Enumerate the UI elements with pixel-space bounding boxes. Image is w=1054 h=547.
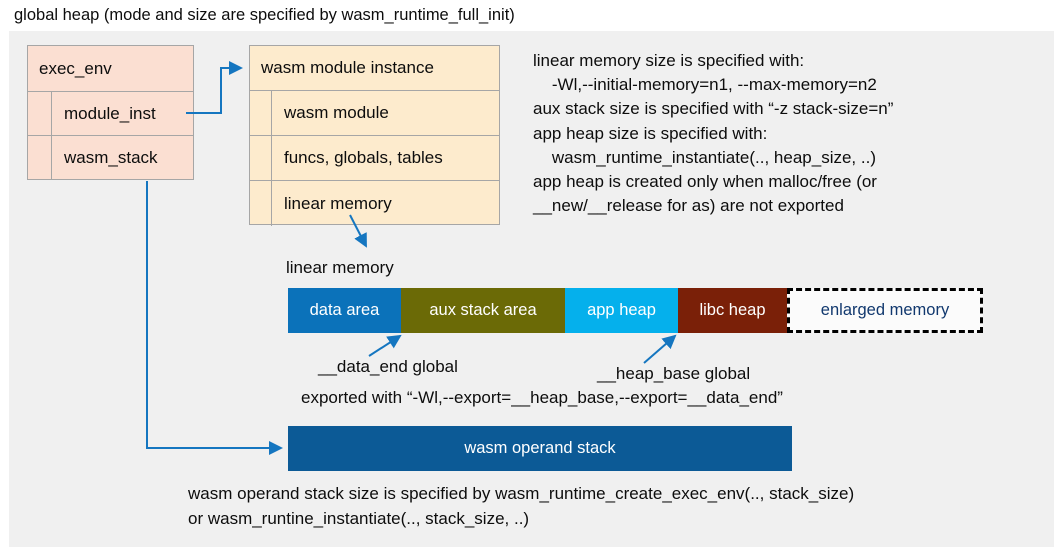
exec-env-field-label: module_inst [64,103,156,123]
module-instance-indent [250,136,272,180]
memory-segment-app-heap: app heap [565,288,678,333]
wasm-operand-stack-bar: wasm operand stack [288,426,792,471]
exec-env-field-label: wasm_stack [64,148,158,167]
module-instance-field-label: linear memory [284,193,392,213]
exec-env-box: exec_env module_inst wasm_stack [27,45,194,180]
exec-env-indent [28,136,52,180]
annotation-data-end: __data_end global [318,357,458,376]
module-instance-title-row: wasm module instance [250,46,499,91]
linear-memory-notes: linear memory size is specified with: -W… [533,51,894,216]
exec-env-indent [28,92,52,135]
module-instance-field-linear-memory: linear memory [250,181,499,226]
memory-segment-aux-stack-area: aux stack area [401,288,565,333]
module-instance-field-wasm-module: wasm module [250,91,499,136]
module-instance-field-label: funcs, globals, tables [284,148,443,167]
exec-env-field-module-inst: module_inst [28,92,193,136]
memory-segment-data-area: data area [288,288,401,333]
module-instance-field-funcs-globals-tables: funcs, globals, tables [250,136,499,181]
exec-env-title: exec_env [39,58,112,78]
diagram-caption: global heap (mode and size are specified… [14,6,515,24]
memory-segment-libc-heap: libc heap [678,288,787,333]
module-instance-indent [250,91,272,135]
exec-env-title-row: exec_env [28,46,193,92]
module-instance-indent [250,181,272,226]
module-instance-title: wasm module instance [261,58,434,77]
module-instance-field-label: wasm module [284,103,389,122]
exec-env-field-wasm-stack: wasm_stack [28,136,193,180]
operand-stack-note: wasm operand stack size is specified by … [188,484,855,528]
annotation-exported-with: exported with “-Wl,--export=__heap_base,… [301,388,783,407]
annotation-heap-base: __heap_base global [597,364,751,383]
wasm-module-instance-box: wasm module instance wasm module funcs, … [249,45,500,226]
linear-memory-bar-label: linear memory [286,258,394,277]
memory-segment-enlarged-memory: enlarged memory [787,288,983,333]
